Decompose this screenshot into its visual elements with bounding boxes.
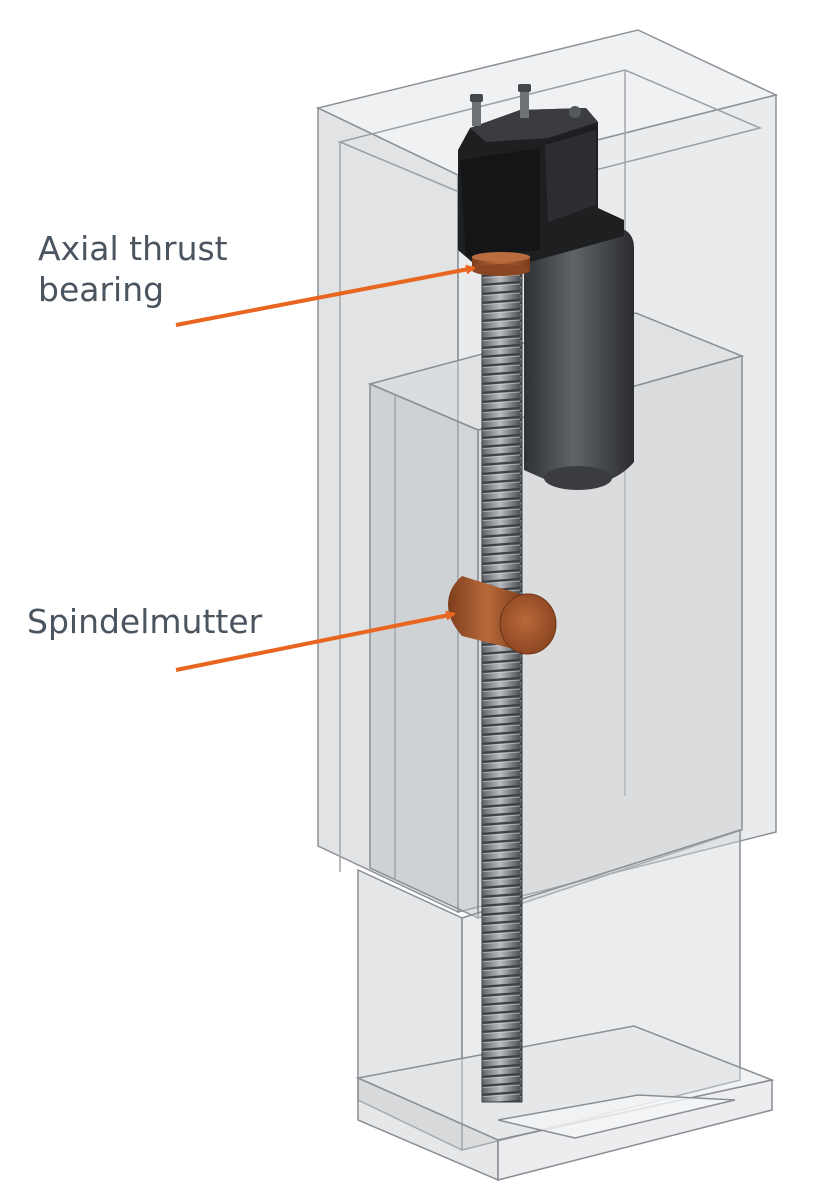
axial-thrust-bearing: [472, 252, 530, 276]
spindle-nut: [448, 576, 557, 655]
nut-label: Spindelmutter: [27, 602, 263, 641]
middle-housing: [367, 312, 745, 920]
bearing-label-line1: Axial thrust: [38, 229, 228, 268]
lower-housing: [355, 828, 775, 1182]
spindle: [481, 261, 523, 1103]
nut-arrow: [175, 610, 456, 672]
bearing-label-line2: bearing: [38, 270, 165, 309]
motor: [458, 84, 634, 490]
bearing-arrow: [175, 264, 476, 327]
